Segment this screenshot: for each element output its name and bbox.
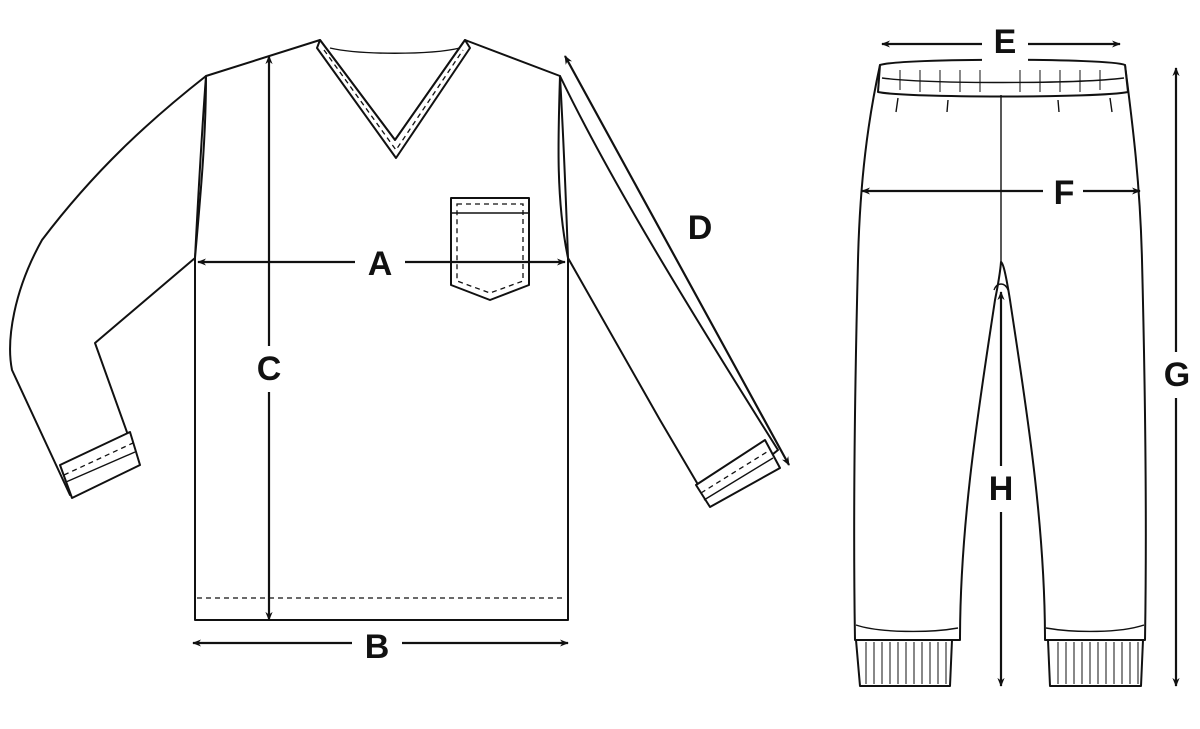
dimension-h-label: H bbox=[989, 470, 1014, 508]
dimension-d-arrow bbox=[564, 55, 790, 466]
dimension-d-label: D bbox=[688, 209, 713, 247]
dimension-g: G bbox=[1156, 67, 1196, 687]
dimension-h: H bbox=[980, 291, 1024, 687]
shirt-collar bbox=[316, 39, 471, 159]
dimension-g-label: G bbox=[1164, 356, 1190, 394]
dimension-f: F bbox=[861, 169, 1141, 213]
shirt-left-cuff bbox=[59, 431, 141, 499]
dimension-f-label: F bbox=[1054, 174, 1075, 212]
dimension-b: B bbox=[192, 621, 569, 666]
dimension-c: C bbox=[248, 55, 290, 621]
pants-right-cuff bbox=[1047, 639, 1144, 687]
dimension-c-label: C bbox=[257, 350, 282, 388]
shirt-left-sleeve bbox=[9, 75, 207, 496]
dimension-e-label: E bbox=[994, 23, 1017, 61]
dimension-e: E bbox=[881, 22, 1121, 66]
pants-left-cuff bbox=[855, 639, 953, 687]
shirt-pocket bbox=[450, 197, 530, 301]
shirt-right-sleeve bbox=[559, 75, 779, 506]
dimension-b-label: B bbox=[365, 628, 390, 666]
dimension-d: D bbox=[564, 55, 790, 466]
dimension-a: A bbox=[197, 240, 566, 284]
shirt-drawing bbox=[9, 39, 781, 621]
dimension-a-label: A bbox=[368, 245, 393, 283]
